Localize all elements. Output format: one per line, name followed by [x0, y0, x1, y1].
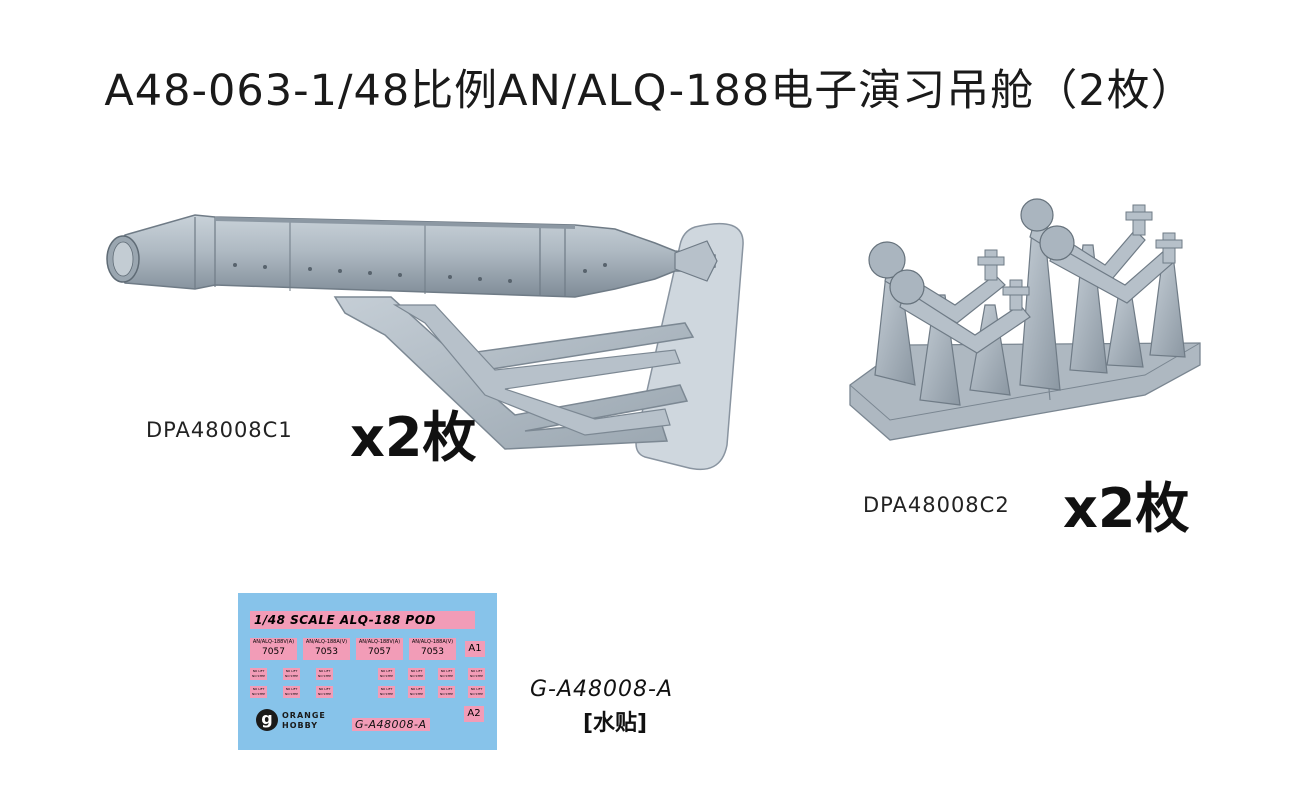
decal-stencil: AN/ALQ-188A(V)7053 — [303, 638, 350, 660]
decal-nostep: NO LIFT NO STEP — [250, 686, 267, 698]
part-code-c2: DPA48008C2 — [863, 493, 1010, 517]
orange-hobby-logo: g ORANGE HOBBY — [256, 709, 342, 733]
decal-nostep: NO LIFT NO STEP — [316, 668, 333, 680]
decal-nostep: NO LIFT NO STEP — [283, 668, 300, 680]
decal-nostep: NO LIFT NO STEP — [408, 668, 425, 680]
decal-mark-a1: A1 — [465, 641, 485, 657]
decal-nostep: NO LIFT NO STEP — [468, 668, 485, 680]
decal-nostep: NO LIFT NO STEP — [408, 686, 425, 698]
decal-sheet-title: 1/48 SCALE ALQ-188 POD — [250, 611, 475, 629]
part-qty-c1: x2枚 — [350, 406, 477, 469]
decal-mark-a2: A2 — [464, 706, 484, 722]
logo-text-1: ORANGE — [282, 711, 326, 720]
decal-sheet: 1/48 SCALE ALQ-188 POD AN/ALQ-188V(A)705… — [238, 593, 497, 750]
decal-nostep: NO LIFT NO STEP — [438, 668, 455, 680]
decal-nostep: NO LIFT NO STEP — [438, 686, 455, 698]
decal-nostep: NO LIFT NO STEP — [283, 686, 300, 698]
decal-nostep: NO LIFT NO STEP — [378, 686, 395, 698]
sprue-render-c2 — [849, 198, 1201, 441]
page-title: A48-063-1/48比例AN/ALQ-188电子演习吊舱（2枚） — [104, 66, 1195, 116]
decal-sheet-code: G-A48008-A — [352, 718, 430, 731]
decal-stencil: AN/ALQ-188V(A)7057 — [250, 638, 297, 660]
part-code-c1: DPA48008C1 — [146, 418, 293, 442]
decal-nostep: NO LIFT NO STEP — [250, 668, 267, 680]
decal-nostep: NO LIFT NO STEP — [378, 668, 395, 680]
decal-nostep: NO LIFT NO STEP — [316, 686, 333, 698]
decal-type-label: [水贴] — [583, 711, 648, 736]
decal-stencil: AN/ALQ-188V(A)7057 — [356, 638, 403, 660]
decal-code-label: G-A48008-A — [530, 677, 674, 702]
decal-nostep: NO LIFT NO STEP — [468, 686, 485, 698]
logo-text-2: HOBBY — [282, 721, 319, 730]
logo-g-icon: g — [256, 709, 278, 731]
part-qty-c2: x2枚 — [1063, 477, 1190, 540]
pod-render-c1 — [106, 214, 744, 471]
decal-stencil: AN/ALQ-188A(V)7053 — [409, 638, 456, 660]
